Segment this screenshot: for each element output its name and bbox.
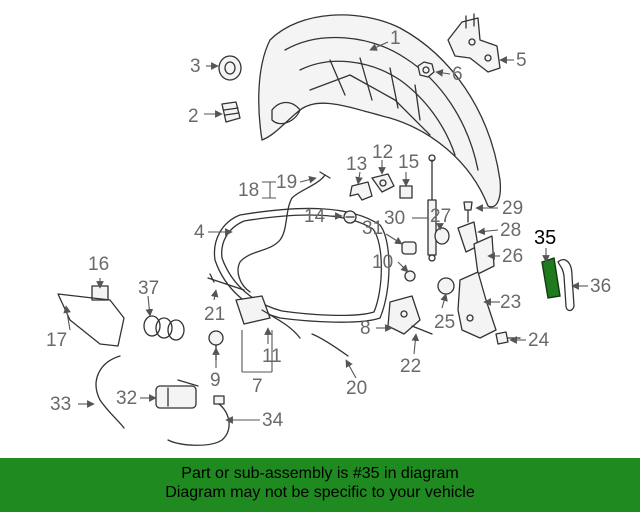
callout-8: 8 — [360, 318, 371, 339]
gas-strut-part — [427, 154, 437, 262]
callout-36: 36 — [590, 276, 611, 297]
callout-7: 7 — [252, 376, 263, 397]
callout-5: 5 — [516, 50, 527, 71]
bushing-part — [437, 277, 455, 295]
rod-part — [411, 325, 433, 335]
callout-27: 27 — [430, 206, 451, 227]
callout-25: 25 — [434, 312, 455, 333]
callout-30: 30 — [384, 208, 405, 229]
lock-bracket-part — [387, 295, 421, 335]
callout-19: 19 — [276, 172, 297, 193]
side-trim-strip-part — [557, 259, 575, 312]
striker-part — [207, 273, 245, 291]
banner-part-notice: Part or sub-assembly is #35 in diagram — [181, 465, 459, 482]
callout-10: 10 — [372, 252, 393, 273]
highlighted-trim-part-35[interactable] — [541, 257, 561, 299]
release-cable-part — [237, 171, 331, 293]
callout-13: 13 — [346, 154, 367, 175]
motor-actuator-part — [155, 379, 199, 409]
callout-26: 26 — [502, 246, 523, 267]
callout-21: 21 — [204, 304, 225, 325]
lock-actuator-part — [235, 295, 301, 339]
cable-20-part — [311, 333, 349, 357]
callout-29: 29 — [502, 198, 523, 219]
seal-rings-part — [143, 315, 185, 341]
callout-33: 33 — [50, 394, 71, 415]
banner-vehicle-disclaimer: Diagram may not be specific to your vehi… — [165, 484, 475, 501]
cap-part — [399, 185, 413, 199]
cable-34-part — [167, 395, 230, 446]
callout-31: 31 — [362, 218, 383, 239]
latch-plate-part — [473, 235, 495, 275]
callout-15: 15 — [398, 152, 419, 173]
bumper-part — [401, 241, 417, 255]
callout-37: 37 — [138, 278, 159, 299]
callout-4: 4 — [194, 222, 205, 243]
parts-diagram: 1 2 3 4 5 6 7 8 9 10 11 12 13 14 15 16 1… — [46, 13, 611, 446]
callout-3: 3 — [190, 56, 201, 77]
callout-11: 11 — [262, 346, 282, 367]
callout-32: 32 — [116, 388, 137, 409]
bracket-17-part — [57, 293, 125, 347]
callout-35-highlighted: 35 — [534, 227, 556, 249]
trunk-lid-part — [258, 14, 502, 208]
release-cable-33-part — [95, 355, 125, 429]
callout-34: 34 — [262, 410, 284, 431]
bolt-24-part — [495, 331, 521, 345]
info-banner: Part or sub-assembly is #35 in diagram D… — [0, 458, 640, 512]
hinge-bracket-part — [447, 13, 501, 73]
callout-18: 18 — [238, 180, 259, 201]
plug-part — [434, 227, 450, 245]
callout-24: 24 — [528, 330, 550, 351]
callout-20: 20 — [346, 378, 367, 399]
screw-14-part — [343, 210, 357, 224]
nut-part — [417, 61, 435, 78]
callout-12: 12 — [372, 142, 393, 163]
hinge-arm-part — [457, 271, 497, 339]
callout-23: 23 — [500, 292, 521, 313]
callout-22: 22 — [400, 356, 421, 377]
callout-2: 2 — [188, 106, 199, 127]
clip-part — [371, 173, 395, 193]
bump-stop-part — [221, 101, 241, 123]
callout-6: 6 — [452, 64, 463, 85]
latch-hook-part — [349, 181, 373, 201]
bolt-29-part — [463, 201, 473, 223]
callout-9: 9 — [210, 370, 221, 391]
callout-17: 17 — [46, 330, 67, 351]
nut-10-part — [404, 270, 416, 282]
callout-16: 16 — [88, 254, 109, 275]
grommet-part — [218, 55, 242, 81]
callout-14: 14 — [304, 206, 326, 227]
callout-28: 28 — [500, 220, 521, 241]
callout-1: 1 — [390, 28, 401, 49]
